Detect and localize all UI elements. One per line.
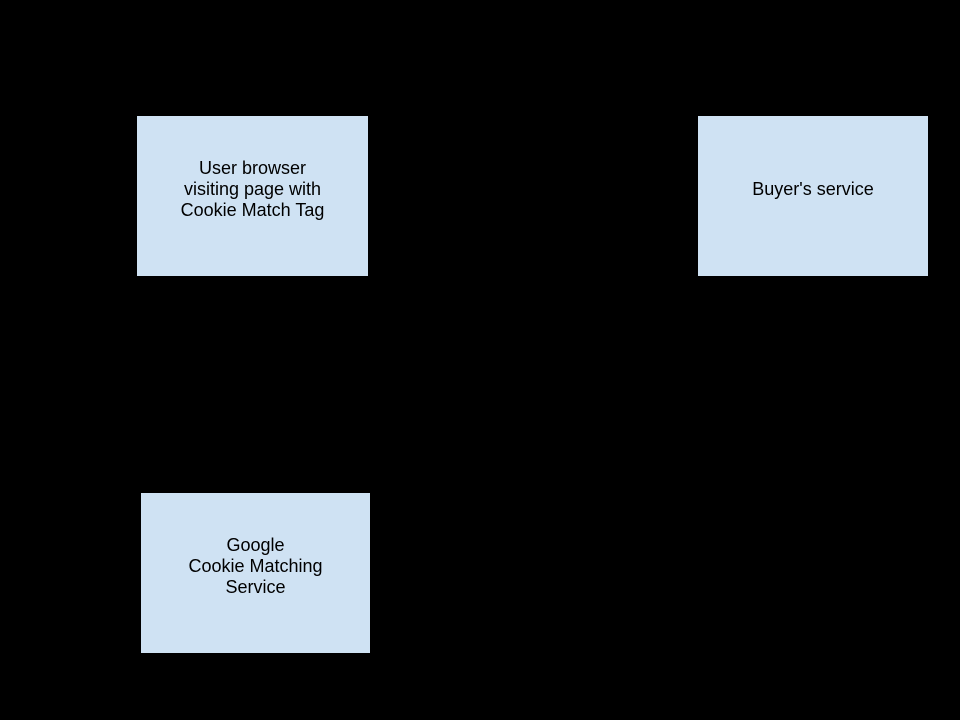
node-label-line: visiting page with bbox=[183, 178, 322, 199]
node-label-line: User browser bbox=[198, 157, 307, 178]
node-label-line: Cookie Matching bbox=[188, 555, 323, 576]
node-label-line: Buyer's service bbox=[752, 178, 874, 199]
node-label-line: Cookie Match Tag bbox=[180, 199, 325, 220]
node-buyers-service: Buyer's service bbox=[697, 115, 929, 277]
node-google-cookie-matching: Google Cookie Matching Service bbox=[140, 492, 371, 654]
node-label-line: Service bbox=[225, 576, 286, 597]
node-user-browser: User browser visiting page with Cookie M… bbox=[136, 115, 369, 277]
node-label-line: Google bbox=[226, 534, 285, 555]
